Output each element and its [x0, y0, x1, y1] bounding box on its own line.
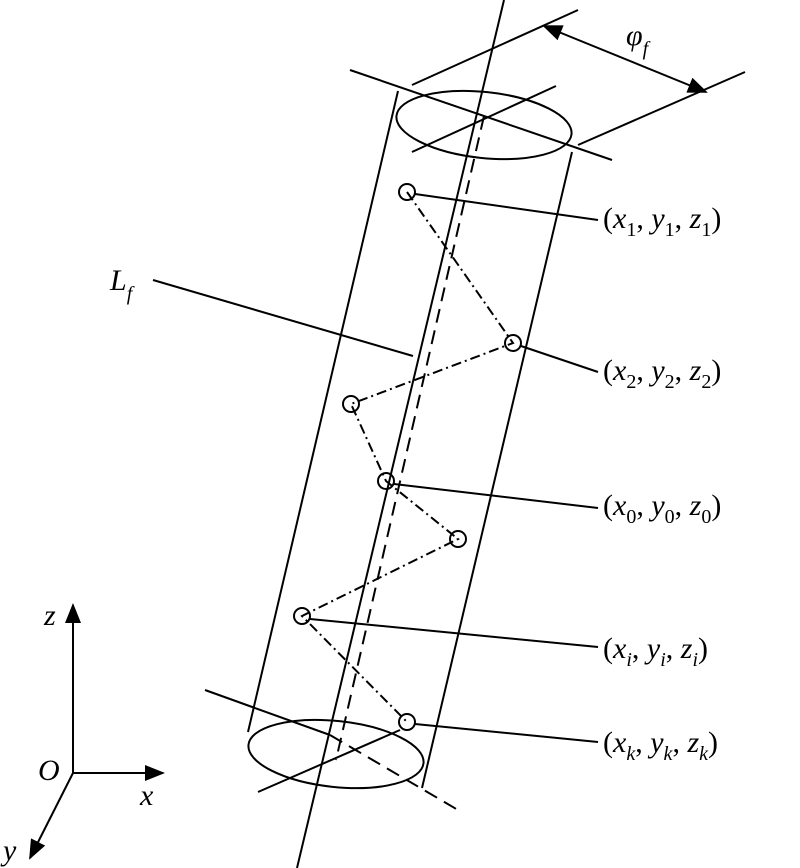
- top-cross-line-long: [349, 69, 613, 161]
- axis-dashed-line: [335, 115, 485, 761]
- z-axis-label: z: [43, 599, 56, 632]
- diameter-symbol: φ: [626, 19, 643, 52]
- y-axis-label: y: [0, 834, 17, 867]
- point-1: [398, 183, 416, 201]
- leader-point-k: [414, 723, 599, 743]
- point-unlabeled-a: [342, 395, 360, 413]
- point-labels: (x1, y1, z1) (x2, y2, z2) (x0, y0, z0) (…: [603, 202, 721, 765]
- bottom-cross-line-solid: [204, 689, 331, 736]
- point-leaders: [309, 193, 599, 743]
- coordinate-frame: z x y O: [0, 599, 165, 867]
- dimension-extension-left: [411, 9, 579, 86]
- origin-label: O: [38, 754, 60, 787]
- point-i: [293, 607, 311, 625]
- point-label-1: (x1, y1, z1): [603, 202, 721, 241]
- diameter-label: φf: [626, 19, 651, 60]
- cylinder-bottom-ellipse: [247, 718, 425, 790]
- leader-point-1: [414, 193, 599, 221]
- axis-solid-line: [296, 0, 505, 868]
- bottom-cross-lines: [204, 689, 459, 811]
- cylinder-top-ellipse: [395, 89, 573, 161]
- point-unlabeled-b: [449, 530, 467, 548]
- diameter-subscript: f: [643, 38, 651, 60]
- point-label-k: (xk, yk, zk): [603, 726, 718, 765]
- sample-points: [293, 183, 522, 731]
- leader-point-2: [520, 345, 599, 373]
- dimension-extension-right: [577, 71, 746, 146]
- axis-length-subscript: f: [127, 283, 135, 305]
- bottom-cross-line-short: [257, 729, 401, 793]
- top-cross-line-short: [411, 85, 557, 153]
- diameter-dimension: φf: [411, 9, 746, 146]
- axis-length-label-group: Lf: [109, 264, 414, 357]
- point-k: [398, 713, 416, 731]
- point-2: [504, 334, 522, 352]
- central-axis: [296, 0, 505, 868]
- top-cross-lines: [349, 69, 613, 161]
- leader-point-i: [309, 618, 599, 648]
- cylinder: [247, 89, 573, 790]
- cylinder-left-side: [247, 90, 399, 733]
- dimension-arrow-line: [542, 25, 708, 93]
- point-sequence-path: [300, 191, 515, 723]
- leader-point-0: [393, 483, 599, 509]
- x-axis-label: x: [139, 779, 154, 812]
- axis-length-leader: [152, 279, 414, 357]
- cylinder-right-side: [421, 151, 573, 789]
- point-0: [377, 472, 395, 490]
- point-label-0: (x0, y0, z0): [603, 489, 721, 528]
- axis-length-symbol: L: [109, 264, 127, 297]
- point-label-i: (xi, yi, zi): [603, 632, 708, 671]
- point-label-2: (x2, y2, z2): [603, 354, 721, 393]
- axis-length-label: Lf: [109, 264, 135, 305]
- bottom-cross-line-dashed: [329, 734, 459, 811]
- y-axis-arrow: [29, 772, 74, 860]
